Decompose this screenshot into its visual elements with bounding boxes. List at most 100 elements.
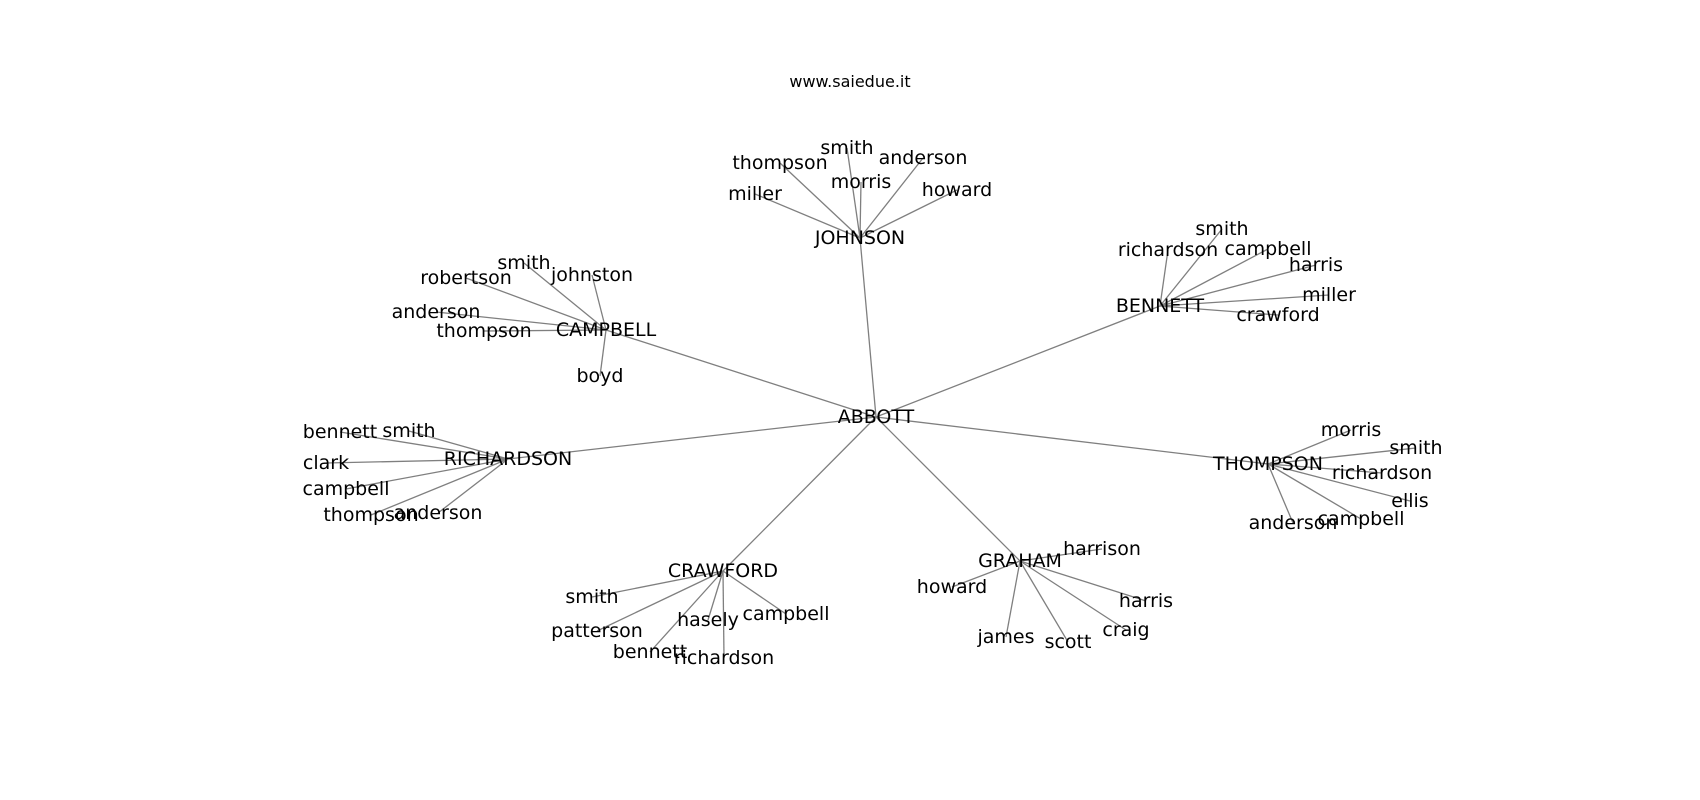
edge-johnson-smith	[846, 147, 861, 239]
leaf-node-label-johnson-smith: smith	[820, 137, 873, 159]
edge-graham-harris	[1019, 560, 1147, 602]
edge-crawford-hasely	[707, 570, 724, 621]
leaf-node-label-campbell-smith: smith	[497, 252, 550, 274]
edge-campbell-boyd	[599, 329, 607, 377]
leaf-node-label-bennett-richardson: richardson	[1118, 239, 1218, 261]
edge-campbell-anderson	[435, 311, 607, 331]
leaf-node-label-richardson-bennett: bennett	[303, 421, 377, 443]
edge-campbell-smith	[523, 262, 607, 331]
hub-node-label-johnson: JOHNSON	[814, 227, 905, 249]
leaf-node-label-crawford-hasely: hasely	[677, 609, 739, 631]
edge-bennett-crawford	[1159, 305, 1279, 316]
diagram-title: www.saiedue.it	[789, 72, 911, 91]
edge-crawford-campbell	[722, 570, 787, 615]
hub-node-label-thompson: THOMPSON	[1212, 453, 1323, 475]
leaf-node-label-graham-craig: craig	[1102, 619, 1149, 641]
leaf-node-label-thompson-richardson: richardson	[1332, 462, 1432, 484]
leaf-node-label-johnson-howard: howard	[922, 179, 992, 201]
edge-graham-harrison	[1019, 548, 1103, 562]
leaf-node-label-graham-harrison: harrison	[1063, 538, 1141, 560]
edge-richardson-bennett	[339, 431, 509, 460]
edge-root-richardson	[507, 416, 877, 460]
leaf-node-label-crawford-campbell: campbell	[743, 603, 830, 625]
edge-root-johnson	[859, 237, 877, 418]
leaf-node-label-richardson-clark: clark	[303, 452, 349, 474]
edge-crawford-patterson	[596, 570, 724, 632]
edge-richardson-campbell	[345, 458, 509, 490]
leaf-node-label-richardson-thompson: thompson	[323, 504, 418, 526]
leaf-node-label-johnson-anderson: anderson	[879, 147, 968, 169]
leaf-node-label-campbell-robertson: robertson	[420, 267, 512, 289]
leaf-node-label-crawford-patterson: patterson	[551, 620, 643, 642]
edge-thompson-morris	[1267, 429, 1352, 465]
edge-bennett-harris	[1159, 264, 1317, 307]
hub-node-label-campbell: CAMPBELL	[556, 319, 657, 341]
leaf-node-label-graham-scott: scott	[1045, 631, 1092, 653]
leaf-node-label-johnson-thompson: thompson	[732, 152, 827, 174]
leaf-node-label-richardson-smith: smith	[382, 420, 435, 442]
leaf-node-label-graham-james: james	[976, 626, 1034, 648]
edge-johnson-morris	[859, 181, 862, 239]
edge-campbell-thompson	[483, 329, 607, 332]
edge-root-thompson	[875, 416, 1269, 465]
edge-campbell-robertson	[465, 277, 607, 331]
edge-graham-howard	[951, 560, 1021, 588]
edge-root-crawford	[722, 416, 877, 572]
leaf-node-label-richardson-campbell: campbell	[303, 478, 390, 500]
edge-root-graham	[875, 416, 1021, 562]
edge-root-bennett	[875, 305, 1161, 418]
hub-node-label-crawford: CRAWFORD	[668, 560, 778, 582]
leaf-node-label-thompson-ellis: ellis	[1391, 490, 1428, 512]
hub-node-label-graham: GRAHAM	[978, 550, 1062, 572]
leaf-node-label-campbell-anderson: anderson	[392, 301, 481, 323]
edge-richardson-thompson	[370, 458, 509, 516]
leaf-node-label-bennett-smith: smith	[1195, 218, 1248, 240]
leaf-node-label-thompson-campbell: campbell	[1318, 508, 1405, 530]
leaf-node-label-campbell-thompson: thompson	[436, 320, 531, 342]
leaf-node-label-bennett-miller: miller	[1302, 284, 1356, 306]
leaf-node-label-crawford-bennett: bennett	[613, 641, 687, 663]
edge-campbell-johnston	[591, 274, 607, 331]
edge-crawford-smith	[591, 570, 724, 598]
edge-bennett-campbell	[1159, 248, 1269, 307]
leaf-node-label-campbell-boyd: boyd	[577, 365, 624, 387]
leaf-node-label-richardson-anderson: anderson	[394, 502, 483, 524]
leaf-node-label-graham-harris: harris	[1119, 590, 1173, 612]
edge-graham-james	[1005, 560, 1021, 638]
edge-johnson-howard	[859, 189, 958, 239]
edge-crawford-richardson	[722, 570, 725, 659]
edge-richardson-smith	[408, 430, 509, 460]
leaf-node-label-crawford-richardson: richardson	[674, 647, 774, 669]
leaf-node-label-bennett-harris: harris	[1289, 254, 1343, 276]
edge-crawford-bennett	[649, 570, 724, 653]
leaf-node-label-thompson-smith: smith	[1389, 437, 1442, 459]
leaf-node-label-bennett-crawford: crawford	[1236, 304, 1319, 326]
leaf-node-label-crawford-smith: smith	[565, 586, 618, 608]
root-node-label: ABBOTT	[838, 406, 915, 428]
leaf-node-label-thompson-morris: morris	[1321, 419, 1382, 441]
edge-bennett-miller	[1159, 294, 1330, 307]
leaf-node-label-johnson-morris: morris	[831, 171, 892, 193]
edge-thompson-ellis	[1267, 463, 1411, 502]
hub-node-label-richardson: RICHARDSON	[444, 448, 572, 470]
edge-graham-craig	[1019, 560, 1127, 631]
edge-richardson-anderson	[437, 458, 509, 514]
edge-bennett-smith	[1159, 228, 1223, 307]
edge-graham-scott	[1019, 560, 1069, 643]
edge-thompson-campbell	[1267, 463, 1362, 520]
leaf-node-label-thompson-anderson: anderson	[1249, 512, 1338, 534]
edge-johnson-miller	[754, 193, 861, 239]
edge-thompson-anderson	[1267, 463, 1294, 524]
edge-richardson-clark	[325, 458, 509, 464]
edge-thompson-smith	[1267, 447, 1417, 465]
edge-johnson-thompson	[779, 162, 861, 239]
edge-root-campbell	[605, 329, 877, 418]
edge-johnson-anderson	[859, 157, 924, 239]
hub-node-label-bennett: BENNETT	[1116, 295, 1205, 317]
edge-bennett-richardson	[1159, 249, 1169, 307]
edge-layer	[325, 147, 1417, 659]
leaf-node-label-johnson-miller: miller	[728, 183, 782, 205]
